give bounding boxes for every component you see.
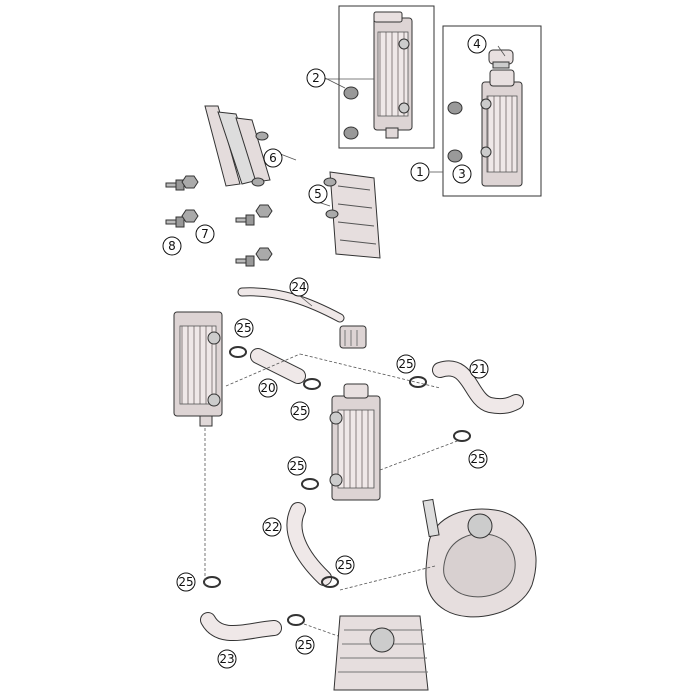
nut: [181, 175, 199, 189]
svg-text:25: 25: [470, 452, 485, 466]
radiator-guard-right[interactable]: [323, 171, 381, 259]
callout-25: 25: [335, 555, 355, 575]
svg-text:25: 25: [297, 638, 312, 652]
callout-6: 6: [263, 148, 283, 168]
callout-7: 7: [195, 224, 215, 244]
svg-text:25: 25: [398, 357, 413, 371]
callout-24: 24: [289, 277, 309, 297]
callout-25: 25: [287, 456, 307, 476]
svg-text:4: 4: [473, 37, 481, 51]
bolt: [235, 214, 255, 226]
callout-22: 22: [262, 517, 282, 537]
radiator-guard-left[interactable]: [204, 105, 271, 187]
radiator-right-small[interactable]: [373, 11, 413, 139]
radiator-cap[interactable]: [488, 49, 514, 69]
hose-clamp: [287, 614, 305, 626]
callout-25: 25: [295, 635, 315, 655]
cylinder[interactable]: [333, 615, 429, 691]
upper-radiator-hose[interactable]: [432, 360, 524, 415]
hose-clamp: [453, 430, 471, 442]
svg-text:5: 5: [314, 187, 322, 201]
hose-clamp: [321, 576, 339, 588]
callout-25: 25: [396, 354, 416, 374]
filler-neck-cap[interactable]: [339, 325, 367, 349]
radiator-connection-hose[interactable]: [250, 348, 306, 384]
grommet: [343, 126, 359, 140]
hose-clamp: [301, 478, 319, 490]
callout-20: 20: [258, 378, 278, 398]
bolt: [235, 255, 255, 267]
water-pump-cover[interactable]: [422, 498, 537, 618]
callout-25: 25: [176, 572, 196, 592]
svg-text:23: 23: [219, 652, 234, 666]
svg-text:2: 2: [312, 71, 320, 85]
callout-1: 1: [410, 162, 430, 182]
radiator-right-main[interactable]: [173, 311, 223, 427]
hose-clamp: [229, 346, 247, 358]
radiator-left-with-neck[interactable]: [480, 69, 523, 187]
callout-25: 25: [234, 318, 254, 338]
callout-3: 3: [452, 164, 472, 184]
nut: [255, 204, 273, 218]
svg-text:24: 24: [291, 280, 306, 294]
callout-25: 25: [290, 401, 310, 421]
grommet: [447, 149, 463, 163]
lower-radiator-hose[interactable]: [286, 502, 332, 586]
svg-text:22: 22: [264, 520, 279, 534]
leader-lines: [201, 45, 506, 637]
radiator-kit-box-left: [338, 5, 435, 149]
callout-23: 23: [217, 649, 237, 669]
callout-8: 8: [162, 236, 182, 256]
radiator-left-main[interactable]: [329, 383, 381, 501]
svg-text:21: 21: [471, 362, 486, 376]
nut: [181, 209, 199, 223]
callout-5: 5: [308, 184, 328, 204]
svg-text:25: 25: [236, 321, 251, 335]
callout-25: 25: [468, 449, 488, 469]
callout-2: 2: [306, 68, 326, 88]
svg-text:25: 25: [289, 459, 304, 473]
svg-text:25: 25: [292, 404, 307, 418]
svg-text:20: 20: [260, 381, 275, 395]
bolt: [165, 216, 185, 228]
svg-text:25: 25: [178, 575, 193, 589]
svg-text:25: 25: [337, 558, 352, 572]
overflow-hose[interactable]: [237, 287, 345, 323]
hose-clamp: [303, 378, 321, 390]
svg-text:3: 3: [458, 167, 466, 181]
grommet: [447, 101, 463, 115]
bottom-radiator-hose[interactable]: [200, 612, 282, 641]
svg-text:8: 8: [168, 239, 176, 253]
hose-clamp: [203, 576, 221, 588]
callout-4: 4: [467, 34, 487, 54]
callout-21: 21: [469, 359, 489, 379]
bolt: [165, 179, 185, 191]
radiator-kit-box-right: [442, 25, 542, 197]
hose-clamp: [409, 376, 427, 388]
nut: [255, 247, 273, 261]
grommet: [343, 86, 359, 100]
svg-text:1: 1: [416, 165, 424, 179]
svg-text:7: 7: [201, 227, 209, 241]
svg-text:6: 6: [269, 151, 277, 165]
